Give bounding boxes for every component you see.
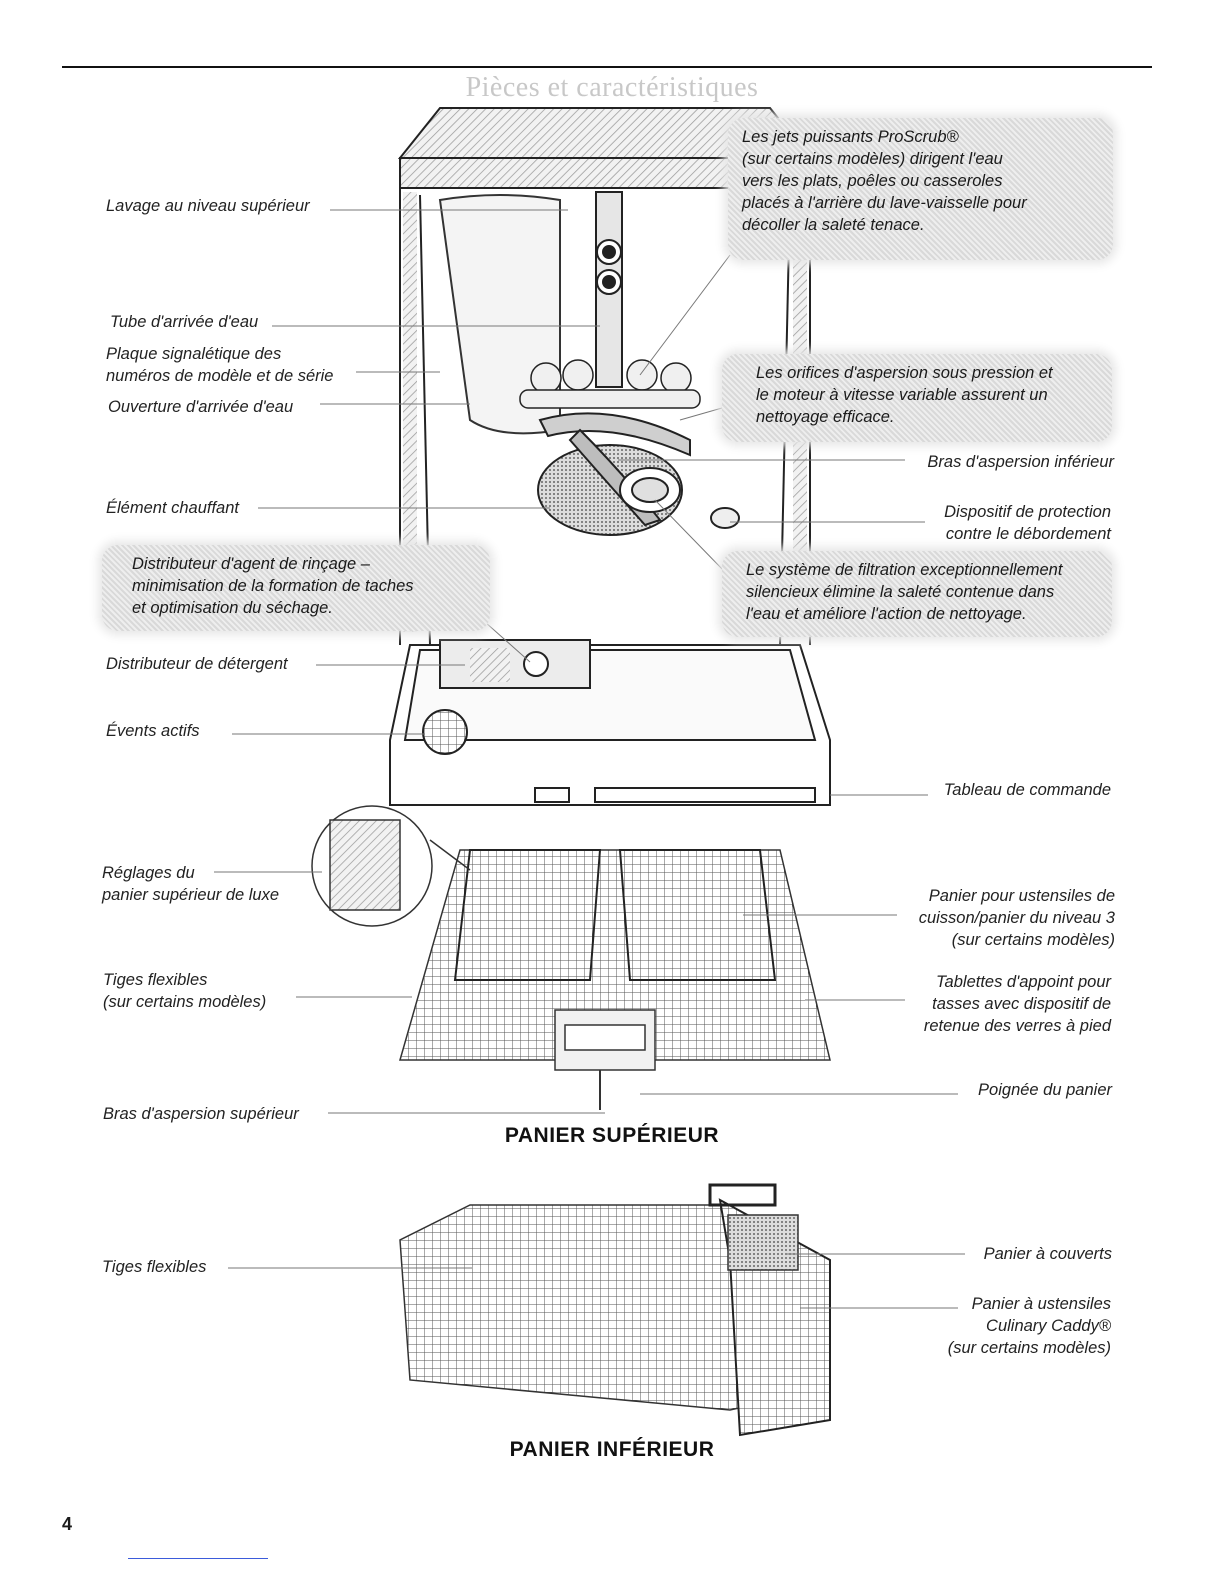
label-serial-plate: Plaque signalétique des numéros de modèl…	[106, 345, 334, 385]
lower-spray-arm-art	[537, 412, 740, 536]
label-lower-spray-arm: Bras d'aspersion inférieur	[927, 453, 1114, 471]
heading-upper-rack: PANIER SUPÉRIEUR	[504, 1124, 720, 1147]
label-overfill-protector: Dispositif de protection contre le débor…	[944, 503, 1111, 543]
rinse-aid-callout-text: Distributeur d'agent de rinçage – minimi…	[132, 555, 414, 617]
label-cookware-basket: Panier pour ustensiles de cuisson/panier…	[918, 887, 1115, 949]
proscrub-callout: Les jets puissants ProScrub® (sur certai…	[728, 118, 1113, 260]
page-title: Pièces et caractéristiques	[465, 72, 759, 103]
filtration-callout-text: Le système de filtration exceptionnellem…	[746, 561, 1063, 623]
proscrub-callout-text: Les jets puissants ProScrub® (sur certai…	[742, 128, 1027, 234]
wash-tube	[595, 191, 623, 388]
proscrub-jets	[519, 359, 701, 409]
label-control-panel: Tableau de commande	[943, 781, 1111, 799]
label-water-inlet-opening: Ouverture d'arrivée d'eau	[108, 398, 294, 416]
label-top-level-wash: Lavage au niveau supérieur	[106, 197, 310, 215]
top-rule	[62, 66, 1152, 68]
label-silverware-basket: Panier à couverts	[983, 1245, 1112, 1263]
rinse-aid-callout: Distributeur d'agent de rinçage – minimi…	[102, 545, 490, 631]
label-detergent-dispenser: Distributeur de détergent	[106, 655, 288, 673]
filtration-callout: Le système de filtration exceptionnellem…	[722, 551, 1112, 637]
label-rack-adjusters: Réglages du panier supérieur de luxe	[102, 864, 280, 904]
label-rack-handle: Poignée du panier	[978, 1081, 1112, 1099]
label-upper-spray-arm: Bras d'aspersion supérieur	[103, 1105, 299, 1123]
label-heating-element: Élément chauffant	[106, 499, 239, 517]
label-water-inlet-tube: Tube d'arrivée d'eau	[110, 313, 259, 331]
dishwasher-door	[389, 639, 831, 806]
leader-lines	[214, 209, 965, 1309]
label-flexible-tines-lower: Tiges flexibles	[102, 1258, 207, 1276]
spray-orifices-callout-text: Les orifices d'aspersion sous pression e…	[756, 364, 1053, 426]
heading-lower-rack: PANIER INFÉRIEUR	[509, 1438, 715, 1461]
rack-adjuster-magnifier	[311, 805, 471, 927]
label-culinary-caddy: Panier à ustensiles Culinary Caddy® (sur…	[947, 1295, 1111, 1357]
upper-rack-art	[399, 849, 831, 1110]
label-cup-shelves: Tablettes d'appoint pour tasses avec dis…	[923, 973, 1111, 1035]
lower-rack-art	[399, 1183, 831, 1437]
page-number: 4	[62, 1514, 73, 1534]
label-active-vents: Évents actifs	[106, 722, 200, 740]
spray-orifices-callout: Les orifices d'aspersion sous pression e…	[722, 354, 1112, 442]
label-flexible-tines-upper: Tiges flexibles (sur certains modèles)	[103, 971, 267, 1011]
footer-line	[128, 1558, 268, 1559]
